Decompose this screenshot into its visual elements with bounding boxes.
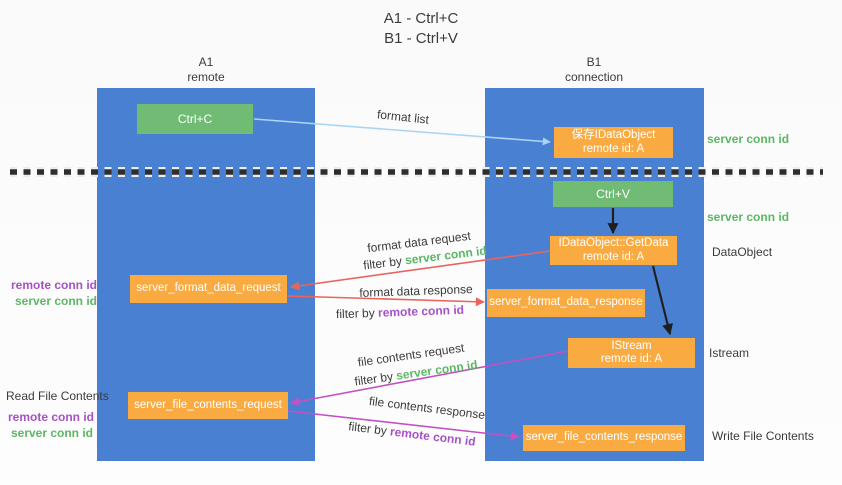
format-data-response-filter-label: filter by remote conn id (336, 303, 464, 321)
server-file-contents-response-box: server_file_contents_response (523, 425, 685, 451)
server-format-data-request-box: server_format_data_request (130, 275, 287, 303)
column-a1-subtitle: remote (187, 70, 225, 84)
filter-by-text: filter by (335, 305, 379, 322)
server-file-contents-request-box: server_file_contents_request (128, 392, 288, 419)
server-file-contents-response-label: server_file_contents_response (525, 431, 683, 444)
column-b1-name: B1 (586, 55, 602, 69)
save-idataobject-line1: 保存IDataObject (571, 129, 656, 141)
title-line-b1: B1 - Ctrl+V (384, 30, 458, 47)
title-line-a1: A1 - Ctrl+C (383, 10, 459, 27)
getdata-line2: remote id: A (582, 250, 645, 263)
server-format-data-request-label: server_format_data_request (136, 282, 281, 295)
istream-annotation: Istream (709, 346, 750, 360)
write-file-contents-annotation: Write File Contents (712, 429, 814, 443)
read-file-contents-annotation: Read File Contents (6, 389, 109, 403)
istream-box: IStream remote id: A (568, 338, 695, 368)
ctrl-v-label: Ctrl+V (596, 187, 630, 201)
remote-conn-id-annotation: remote conn id (10, 278, 97, 292)
format-list-label: format list (376, 107, 430, 127)
server-conn-id-annotation-mid: server conn id (707, 210, 790, 224)
istream-line1: IStream (611, 339, 652, 352)
dataobject-annotation: DataObject (712, 245, 773, 259)
save-idataobject-box: 保存IDataObject remote id: A (554, 127, 673, 158)
server-file-contents-request-label: server_file_contents_request (134, 398, 282, 411)
server-format-data-response-label: server_format_data_response (489, 296, 643, 309)
server-format-data-response-box: server_format_data_response (487, 289, 645, 317)
column-a1-name: A1 (198, 55, 214, 69)
file-contents-response-filter-label: filter by remote conn id (348, 419, 477, 448)
column-header-a1: A1 remote (97, 55, 315, 85)
idataobject-getdata-box: IDataObject::GetData remote id: A (550, 236, 677, 265)
conn-id-pair-format: remote conn id server conn id (10, 277, 97, 309)
diagram-title: A1 - Ctrl+C B1 - Ctrl+V (321, 9, 521, 49)
server-conn-id-annotation: server conn id (14, 294, 97, 308)
istream-line2: remote id: A (600, 353, 663, 365)
file-contents-response-label: file contents response (368, 393, 486, 423)
ctrl-v-box: Ctrl+V (553, 181, 673, 207)
remote-conn-id-text: remote conn id (389, 424, 477, 449)
filter-by-text: filter by (362, 253, 406, 273)
conn-id-pair-file: remote conn id server conn id (8, 409, 95, 441)
server-conn-id-annotation-top: server conn id (707, 132, 790, 146)
server-conn-id-annotation: server conn id (10, 426, 93, 440)
format-data-response-label: format data response (359, 282, 473, 300)
filter-by-text: filter by (347, 419, 392, 439)
save-idataobject-line2: remote id: A (582, 142, 645, 155)
ctrl-c-box: Ctrl+C (137, 104, 253, 134)
column-b1-subtitle: connection (564, 70, 624, 84)
column-header-b1: B1 connection (485, 55, 703, 85)
remote-conn-id-annotation: remote conn id (8, 410, 95, 424)
ctrl-c-label: Ctrl+C (177, 112, 213, 126)
filter-by-text: filter by (353, 368, 398, 389)
remote-conn-id-text: remote conn id (377, 302, 465, 320)
getdata-line1: IDataObject::GetData (558, 237, 669, 249)
